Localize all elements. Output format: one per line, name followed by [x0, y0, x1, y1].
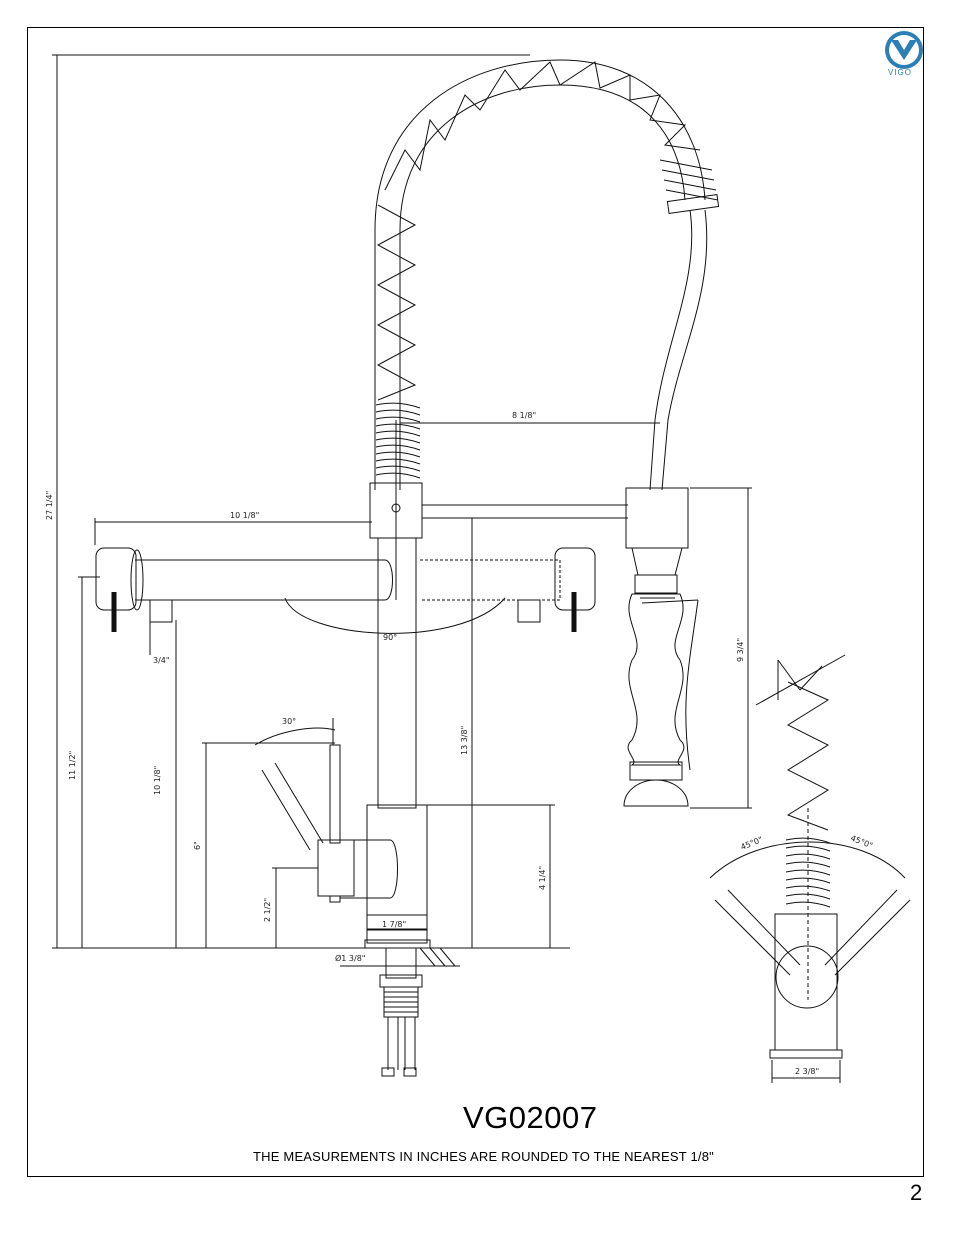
handle-height-label: 10 1/8"	[153, 766, 162, 795]
spout-rotation-label: 90°	[383, 633, 397, 642]
pull-down-hose	[649, 209, 708, 491]
left-height-dimensions	[78, 576, 335, 948]
page-border	[27, 27, 924, 1177]
base-height-label: 4 1/4"	[538, 866, 547, 890]
vigo-logo-icon	[885, 31, 923, 69]
overall-height-dimension	[52, 54, 570, 949]
page-number: 2	[910, 1180, 923, 1205]
brand-name: VIGO	[888, 68, 913, 77]
sprayer-height-label: 9 3/4"	[736, 638, 745, 662]
hose-reach-label: 8 1/8"	[512, 411, 536, 420]
column-height-label: 13 3/8"	[460, 726, 469, 755]
hole-diameter-label: Ø1 3/8"	[335, 953, 365, 963]
spring-arch	[374, 59, 720, 490]
measurement-note: THE MEASUREMENTS IN INCHES ARE ROUNDED T…	[253, 1149, 714, 1164]
overall-height-label: 27 1/4"	[45, 491, 54, 520]
handle-body	[254, 718, 428, 916]
faucet-column	[369, 420, 628, 809]
body-height-label: 6"	[193, 841, 202, 850]
swivel-spout	[95, 547, 596, 634]
spout-height-label: 11 1/2"	[68, 751, 77, 780]
mounting-base	[340, 914, 460, 1077]
pull-down-sprayer	[623, 487, 752, 809]
handle-angle-label: 30°	[282, 717, 296, 726]
lever-offset-label: 3/4"	[153, 656, 170, 665]
base-width-label: 1 7/8"	[382, 920, 406, 929]
handle-base-height-label: 2 1/2"	[263, 898, 272, 922]
side-base-width-label: 2 3/8"	[795, 1067, 819, 1076]
spout-reach-dimension	[94, 518, 372, 545]
side-view	[709, 654, 911, 1083]
model-number: VG02007	[463, 1100, 598, 1135]
column-height-dimensions	[367, 518, 555, 948]
spout-reach-label: 10 1/8"	[230, 511, 259, 520]
